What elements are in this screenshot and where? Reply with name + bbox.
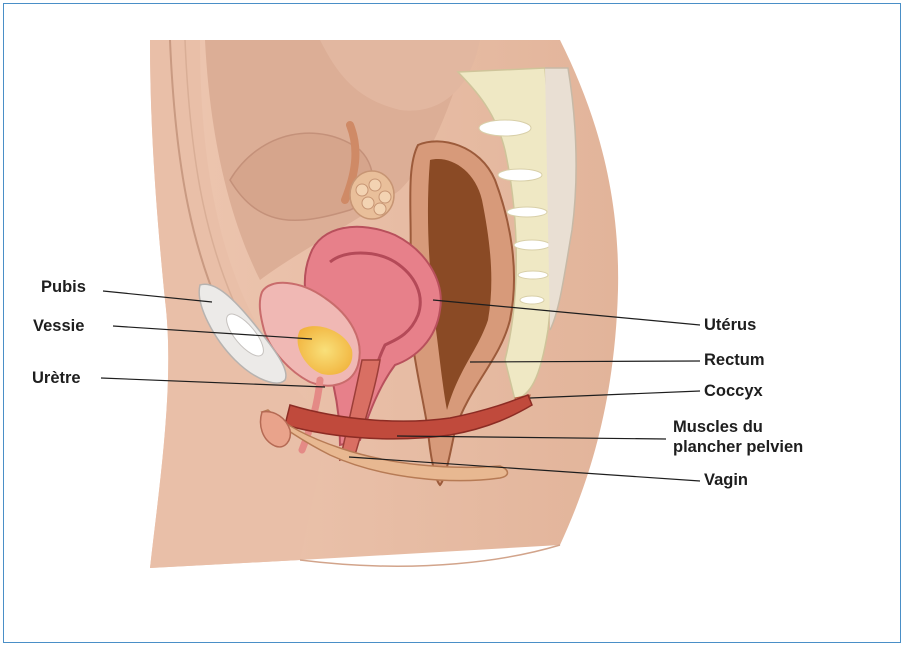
label-vagin: Vagin bbox=[704, 471, 748, 490]
label-vessie: Vessie bbox=[33, 317, 84, 336]
label-uretre: Urètre bbox=[32, 369, 81, 388]
label-muscles-line1: Muscles du bbox=[673, 418, 763, 437]
label-muscles-line2: plancher pelvien bbox=[673, 438, 803, 457]
label-coccyx: Coccyx bbox=[704, 382, 763, 401]
label-uterus: Utérus bbox=[704, 316, 756, 335]
label-pubis: Pubis bbox=[41, 278, 86, 297]
label-rectum: Rectum bbox=[704, 351, 765, 370]
